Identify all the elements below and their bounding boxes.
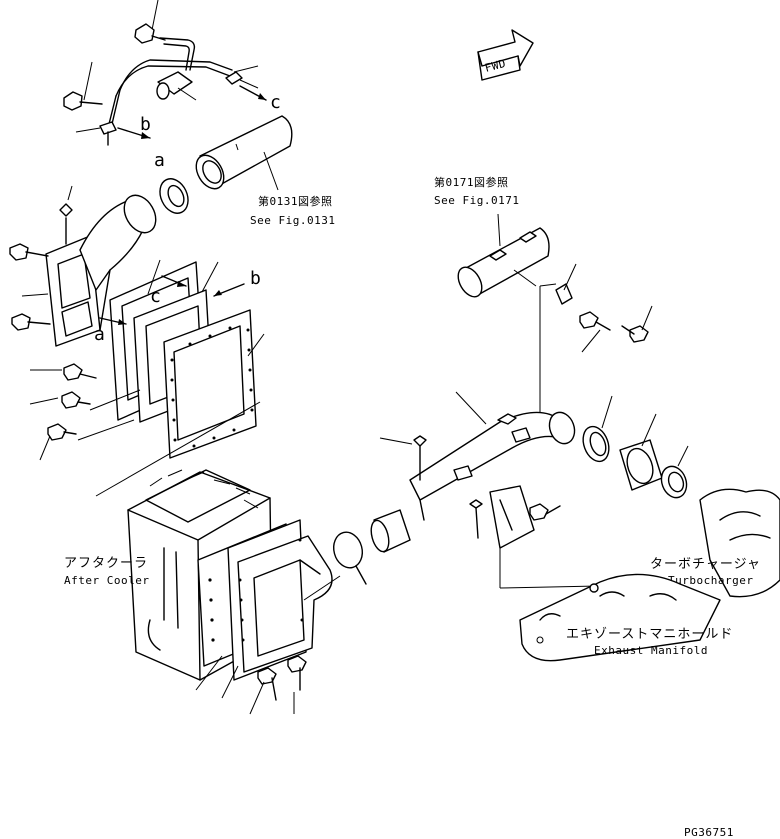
callout-a-mid: a bbox=[94, 324, 105, 345]
fwd-label: FWD bbox=[483, 57, 507, 75]
callout-b-top: b bbox=[140, 114, 151, 135]
after-cooler-jp: アフタクーラ bbox=[64, 556, 148, 571]
fwd-arrow-icon: FWD bbox=[477, 29, 534, 81]
cooler-cover bbox=[195, 519, 333, 715]
turbocharger: ターボチャージャ Turbocharger bbox=[650, 488, 780, 598]
figure-code: PG36751 bbox=[684, 826, 734, 839]
callout-c-mid: c bbox=[150, 286, 161, 307]
ref-fig-0131-jp: 第0131図参照 bbox=[258, 194, 333, 208]
exhaust-manifold: エキゾーストマニホールド Exhaust Manifold bbox=[519, 573, 733, 662]
ref-fig-0171-jp: 第0171図参照 bbox=[434, 175, 509, 189]
intake-pipe-right bbox=[379, 283, 599, 589]
intake-tube: 第0131図参照 See Fig.0131 bbox=[159, 115, 335, 227]
vent-tube-assembly: b c a bbox=[63, 0, 281, 171]
callout-b-mid: b bbox=[250, 268, 261, 289]
turbocharger-en: Turbocharger bbox=[668, 574, 753, 587]
exhaust-manifold-jp: エキゾーストマニホールド bbox=[566, 627, 733, 642]
pipe-0171: 第0171図参照 See Fig.0171 bbox=[434, 175, 653, 353]
ref-fig-0131-en: See Fig.0131 bbox=[250, 214, 335, 227]
turbo-hose-clamps bbox=[582, 395, 689, 499]
callout-a-top: a bbox=[154, 150, 165, 171]
turbocharger-jp: ターボチャージャ bbox=[650, 557, 761, 572]
exhaust-manifold-en: Exhaust Manifold bbox=[594, 644, 708, 657]
callout-c-top: c bbox=[270, 92, 281, 113]
intake-elbow bbox=[9, 185, 157, 347]
after-cooler-en: After Cooler bbox=[64, 574, 149, 587]
connecting-hose bbox=[303, 509, 411, 601]
gasket-stack: c b a bbox=[29, 259, 265, 497]
ref-fig-0171-en: See Fig.0171 bbox=[434, 194, 519, 207]
